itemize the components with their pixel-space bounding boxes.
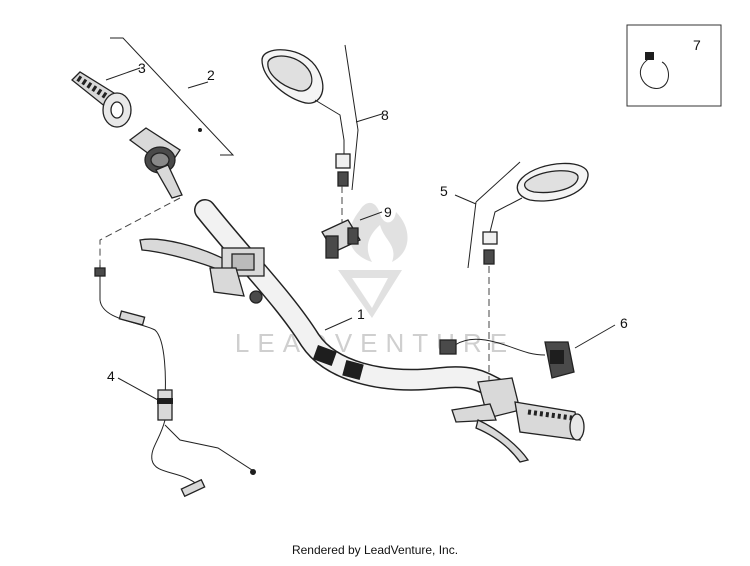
part-7-box: [626, 24, 722, 107]
leader-6: [574, 324, 616, 349]
part-2-throttle: [128, 127, 202, 199]
callout-3: 3: [138, 60, 146, 76]
callout-1: 1: [357, 306, 365, 322]
part-9-clamp: [321, 219, 361, 259]
callout-4: 4: [107, 368, 115, 384]
part-6-switch: [439, 338, 575, 379]
leader-3: [105, 67, 141, 81]
part-5-mirror: [482, 162, 589, 265]
leader-1: [324, 317, 353, 331]
leader-2: [187, 81, 209, 89]
leader-5: [454, 194, 477, 205]
dash-line-throttle: [99, 197, 181, 265]
right-brake-assembly: [451, 377, 585, 463]
footer-credit: Rendered by LeadVenture, Inc.: [291, 543, 459, 557]
watermark-text: LEADVENTURE: [235, 328, 515, 358]
callout-6: 6: [620, 315, 628, 331]
part-7-clip: [639, 52, 669, 89]
callout-2: 2: [207, 67, 215, 83]
leader-2-bracket: [110, 37, 235, 156]
callout-9: 9: [384, 204, 392, 220]
leader-8-bracket: [344, 44, 359, 191]
part-8-mirror: [261, 49, 351, 187]
leader-8: [355, 113, 383, 123]
callout-8: 8: [381, 107, 389, 123]
watermark-logo: [338, 202, 408, 318]
part-3-grip: [71, 71, 132, 128]
part-4-cable: [94, 265, 256, 498]
leader-9: [359, 211, 383, 221]
callout-5: 5: [440, 183, 448, 199]
leader-5-bracket: [467, 161, 521, 269]
leader-4: [117, 377, 159, 401]
left-brake-lever: [139, 238, 265, 304]
callout-7: 7: [693, 37, 701, 53]
